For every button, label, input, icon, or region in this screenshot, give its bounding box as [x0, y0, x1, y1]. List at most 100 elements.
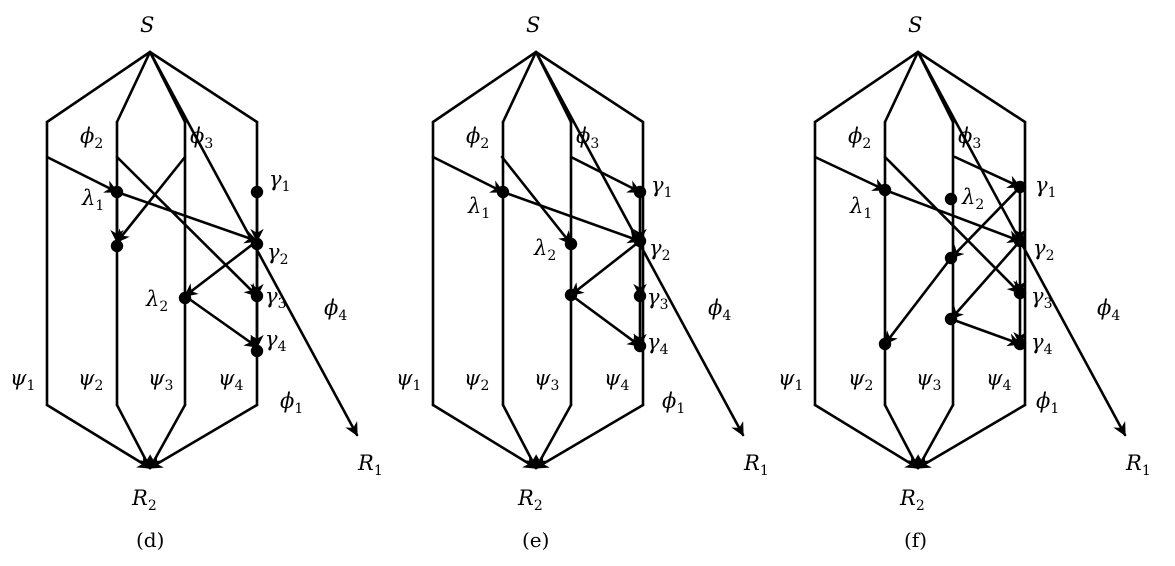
- label-phi2: ϕ2: [848, 124, 871, 152]
- graph-node: [944, 251, 958, 265]
- frame-edge: [45, 403, 152, 470]
- label-lambda2: λ2: [533, 236, 556, 264]
- label-sink_r2: R2: [517, 486, 543, 514]
- frame-edge: [813, 50, 920, 124]
- frame-edge: [431, 50, 538, 124]
- label-subscript: 1: [481, 206, 490, 222]
- panel-caption: (f): [904, 528, 927, 552]
- label-subscript: 3: [204, 136, 213, 152]
- label-subscript: 2: [94, 136, 103, 152]
- label-subscript: 3: [164, 378, 173, 394]
- label-psi1: ψ1: [10, 366, 35, 394]
- label-source: S: [526, 13, 540, 37]
- graph-node: [1013, 286, 1027, 300]
- label-subscript: 1: [863, 206, 872, 222]
- label-base: ψ: [148, 366, 165, 390]
- frame-edge: [534, 403, 645, 470]
- label-base: ψ: [986, 366, 1003, 390]
- graph-node: [1013, 234, 1027, 248]
- label-psi1: ψ1: [396, 366, 421, 394]
- label-gamma1: γ1: [1035, 173, 1056, 201]
- label-phi1: ϕ1: [662, 389, 685, 417]
- label-base: R: [517, 486, 534, 510]
- label-base: ψ: [778, 366, 795, 390]
- label-base: R: [131, 486, 148, 510]
- label-phi2: ϕ2: [466, 124, 489, 152]
- label-subscript: 1: [1048, 185, 1057, 201]
- graph-node: [633, 185, 647, 199]
- frame-edge: [45, 50, 152, 124]
- label-base: ψ: [218, 366, 235, 390]
- label-subscript: 2: [480, 378, 489, 394]
- label-base: ϕ: [576, 124, 590, 148]
- label-subscript: 3: [1044, 296, 1053, 312]
- label-subscript: 4: [722, 308, 731, 324]
- label-subscript: 4: [1002, 378, 1011, 394]
- label-subscript: 1: [26, 378, 35, 394]
- label-source: S: [908, 13, 922, 37]
- frame-edge: [813, 403, 920, 470]
- label-phi3: ϕ3: [190, 124, 213, 152]
- label-subscript: 4: [620, 378, 629, 394]
- coding-edge: [569, 155, 642, 194]
- label-lambda1: λ1: [81, 186, 104, 214]
- label-base: ψ: [10, 366, 27, 390]
- frame-edge: [501, 50, 538, 124]
- label-gamma3: γ3: [647, 285, 668, 313]
- label-base: ϕ: [190, 124, 204, 148]
- label-psi4: ψ4: [986, 366, 1011, 394]
- label-subscript: 4: [1111, 308, 1120, 324]
- label-base: ϕ: [958, 124, 972, 148]
- label-subscript: 2: [662, 248, 671, 264]
- frame-edge: [916, 50, 1027, 124]
- frame-edge: [883, 50, 920, 124]
- label-subscript: 3: [590, 136, 599, 152]
- label-base: ϕ: [466, 124, 480, 148]
- coding-edge: [949, 185, 1022, 260]
- label-sink_r2: R2: [899, 486, 925, 514]
- graph-node: [1013, 180, 1027, 194]
- label-subscript: 2: [975, 197, 984, 213]
- label-base: γ: [1031, 330, 1044, 354]
- graph-node: [1013, 337, 1027, 351]
- label-subscript: 4: [1044, 342, 1053, 358]
- coding-edge: [813, 155, 887, 192]
- frame-edge: [115, 403, 152, 470]
- label-subscript: 1: [412, 378, 421, 394]
- label-sink_r2: R2: [131, 486, 157, 514]
- frame-edge: [534, 50, 645, 124]
- label-phi1: ϕ1: [1036, 389, 1059, 417]
- label-phi3: ϕ3: [576, 124, 599, 152]
- coding-edge: [883, 155, 1022, 295]
- graph-node: [250, 185, 264, 199]
- label-phi4: ϕ4: [324, 296, 347, 324]
- coding-edge: [183, 239, 259, 298]
- frame-edge: [148, 403, 259, 470]
- graph-node: [250, 289, 264, 303]
- label-base: ϕ: [1097, 296, 1111, 320]
- frame-edge: [501, 403, 538, 470]
- label-base: γ: [1035, 173, 1048, 197]
- label-subscript: 2: [1046, 248, 1055, 264]
- label-psi2: ψ2: [464, 366, 489, 394]
- label-psi2: ψ2: [848, 366, 873, 394]
- label-subscript: 2: [159, 299, 168, 315]
- coding-edge: [115, 155, 259, 298]
- coding-edge: [183, 294, 259, 349]
- label-base: λ: [961, 185, 975, 209]
- label-base: γ: [651, 173, 664, 197]
- coding-edge: [569, 239, 642, 297]
- label-gamma4: γ4: [1031, 330, 1053, 358]
- label-gamma4: γ4: [647, 330, 669, 358]
- graph-node: [564, 288, 578, 302]
- graph-node: [944, 192, 958, 206]
- label-psi3: ψ3: [534, 366, 559, 394]
- label-base: λ: [81, 186, 95, 210]
- label-phi2: ϕ2: [80, 124, 103, 152]
- graph-node: [110, 185, 124, 199]
- panel-caption: (e): [522, 528, 549, 552]
- coding-edge: [115, 190, 259, 244]
